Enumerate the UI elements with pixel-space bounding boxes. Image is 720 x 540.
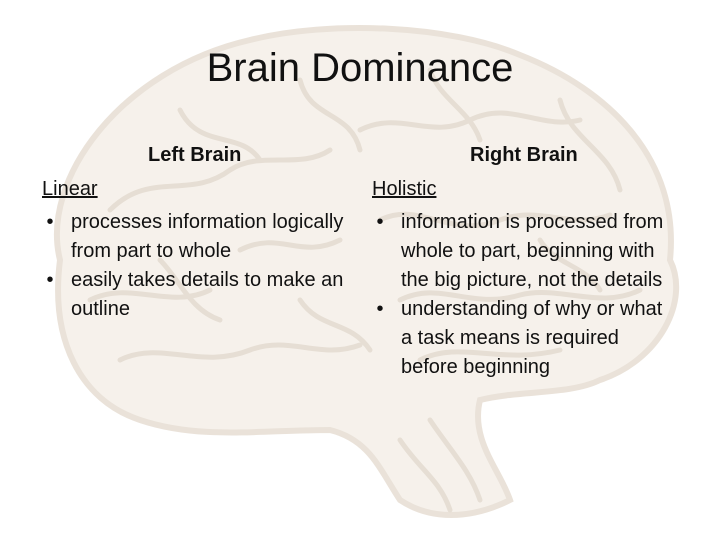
left-brain-subtitle: Linear bbox=[42, 178, 98, 200]
bullet-icon: • bbox=[376, 298, 384, 320]
bullet-text: information is processed from whole to p… bbox=[401, 211, 664, 291]
bullet-icon: • bbox=[376, 211, 384, 233]
right-brain-subtitle: Holistic bbox=[372, 178, 437, 200]
right-brain-bullet: • understanding of why or what a task me… bbox=[372, 295, 672, 382]
bullet-icon: • bbox=[46, 211, 54, 233]
left-brain-bullet: • easily takes details to make an outlin… bbox=[42, 266, 352, 324]
right-brain-bullet-list: • information is processed from whole to… bbox=[372, 208, 672, 382]
bullet-text: easily takes details to make an outline bbox=[71, 269, 344, 320]
right-brain-bullet: • information is processed from whole to… bbox=[372, 208, 672, 295]
right-brain-heading: Right Brain bbox=[470, 144, 578, 166]
left-brain-bullet: • processes information logically from p… bbox=[42, 208, 352, 266]
right-brain-column: Holistic • information is processed from… bbox=[372, 175, 672, 382]
left-brain-heading: Left Brain bbox=[148, 144, 242, 166]
slide-title: Brain Dominance bbox=[206, 46, 514, 90]
brain-outline bbox=[53, 25, 680, 518]
bullet-text: processes information logically from par… bbox=[71, 211, 344, 262]
left-brain-column: Linear • processes information logically… bbox=[42, 175, 352, 324]
bullet-text: understanding of why or what a task mean… bbox=[401, 298, 663, 378]
left-brain-bullet-list: • processes information logically from p… bbox=[42, 208, 352, 324]
bullet-icon: • bbox=[46, 269, 54, 291]
